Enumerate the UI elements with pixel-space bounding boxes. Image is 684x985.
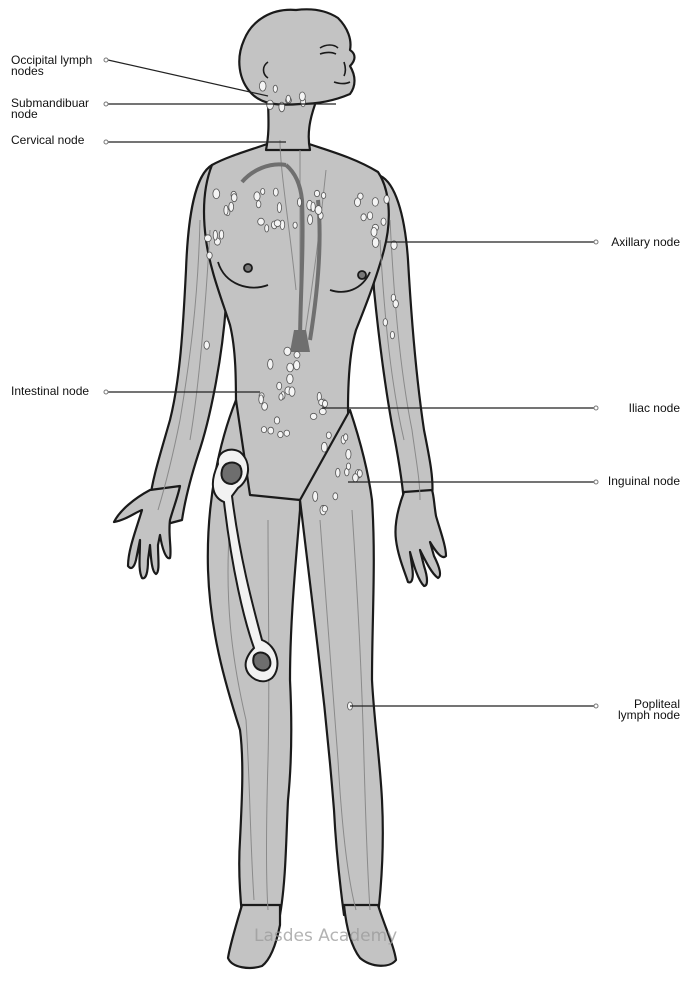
lymph-node bbox=[371, 228, 377, 237]
lymph-node bbox=[313, 491, 318, 501]
lymph-node bbox=[294, 352, 300, 359]
leg-right bbox=[300, 410, 383, 915]
lymph-node bbox=[346, 463, 350, 470]
lymph-node bbox=[321, 193, 325, 199]
lymph-node bbox=[289, 387, 295, 396]
lymph-node bbox=[314, 190, 319, 196]
watermark: Lasdes Academy bbox=[254, 926, 397, 946]
lymph-node bbox=[372, 238, 379, 248]
lymph-node bbox=[322, 506, 327, 512]
lymph-node bbox=[204, 341, 209, 349]
head bbox=[239, 9, 354, 104]
label-intestinal: Intestinal node bbox=[11, 386, 89, 397]
hand-left bbox=[114, 486, 180, 578]
lymph-node bbox=[321, 442, 327, 452]
lymph-node bbox=[333, 493, 338, 500]
lymph-node bbox=[219, 230, 223, 239]
label-inguinal: Inguinal node bbox=[608, 476, 680, 487]
lymph-node bbox=[273, 188, 278, 196]
lymph-node bbox=[284, 347, 291, 355]
lymph-node bbox=[393, 300, 398, 308]
lymph-node bbox=[273, 85, 277, 92]
lymph-node bbox=[207, 252, 212, 259]
lymph-node bbox=[205, 235, 212, 242]
lymph-node bbox=[261, 427, 266, 433]
lymph-node bbox=[315, 206, 322, 215]
lymph-node bbox=[231, 194, 237, 202]
lymph-node bbox=[308, 215, 313, 225]
label-popliteal-line2: lymph node bbox=[618, 710, 680, 721]
lymph-node bbox=[279, 394, 283, 401]
lymph-node bbox=[346, 449, 351, 459]
label-occipital: Occipital lymph nodes bbox=[11, 55, 92, 77]
lymph-node bbox=[229, 202, 234, 211]
label-submandibular: Submandibuar node bbox=[11, 98, 89, 120]
lymph-node bbox=[361, 214, 366, 221]
label-submandibular-line2: node bbox=[11, 109, 89, 120]
lymph-node bbox=[284, 430, 290, 436]
lymph-node bbox=[213, 230, 217, 240]
lymph-node bbox=[353, 474, 359, 482]
lymph-node bbox=[381, 218, 386, 225]
lymph-node bbox=[298, 198, 302, 206]
lymph-node bbox=[259, 81, 266, 91]
lymph-node bbox=[310, 413, 317, 419]
lymph-node bbox=[278, 431, 283, 437]
lymph-node bbox=[372, 198, 378, 207]
lymph-node bbox=[294, 361, 300, 370]
lymph-node bbox=[265, 225, 269, 232]
label-popliteal: Popliteal lymph node bbox=[618, 699, 680, 721]
lymph-node bbox=[267, 100, 274, 109]
lymph-node bbox=[287, 363, 294, 372]
label-iliac: Iliac node bbox=[629, 403, 680, 414]
lymph-node bbox=[323, 400, 328, 407]
lymph-node bbox=[319, 408, 326, 414]
lymph-node bbox=[367, 212, 372, 220]
lymph-node bbox=[261, 189, 265, 195]
lymph-node bbox=[277, 382, 282, 390]
lymph-node bbox=[258, 218, 265, 225]
lymph-node bbox=[383, 319, 387, 326]
lymph-node bbox=[259, 395, 264, 404]
lymph-node bbox=[326, 432, 331, 439]
lymph-node bbox=[274, 220, 281, 227]
lymph-node bbox=[344, 434, 348, 441]
lymph-node bbox=[311, 202, 315, 212]
lymph-node bbox=[355, 198, 361, 207]
lymph-node bbox=[262, 403, 268, 411]
lymph-node bbox=[299, 92, 305, 101]
lymph-node bbox=[256, 201, 261, 208]
lymph-node bbox=[336, 468, 340, 477]
lymph-node bbox=[254, 192, 260, 201]
lymph-node bbox=[268, 427, 274, 434]
lymph-node bbox=[274, 417, 279, 424]
lymph-node bbox=[287, 374, 293, 384]
label-cervical: Cervical node bbox=[11, 135, 84, 146]
label-occipital-line2: nodes bbox=[11, 66, 92, 77]
lymph-node bbox=[293, 222, 297, 228]
lymph-node bbox=[390, 331, 394, 338]
hand-right bbox=[395, 490, 446, 586]
lymph-node bbox=[286, 95, 290, 102]
lymph-node bbox=[384, 195, 389, 203]
lymph-node bbox=[224, 205, 228, 215]
label-axillary: Axillary node bbox=[611, 237, 680, 248]
lymph-node bbox=[268, 359, 273, 369]
lymph-node bbox=[213, 189, 220, 199]
lymph-node bbox=[277, 203, 281, 213]
